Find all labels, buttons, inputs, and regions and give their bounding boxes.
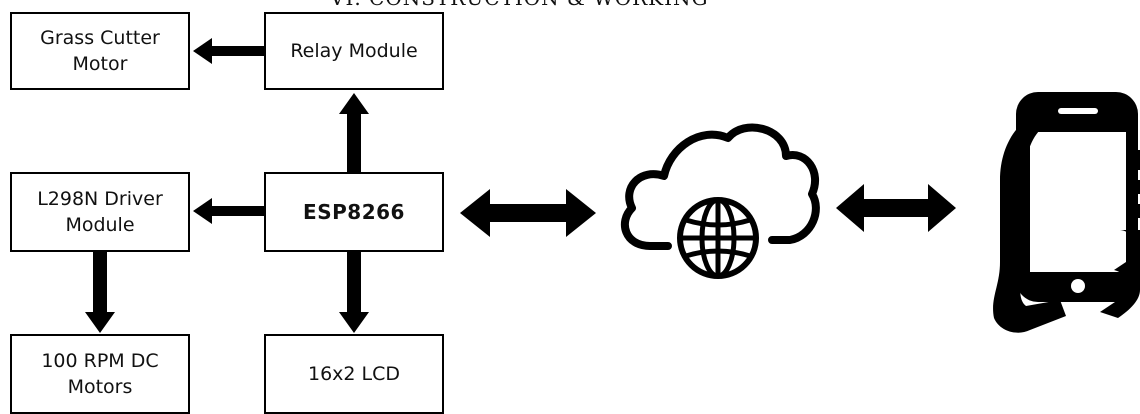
hand-holding-phone-icon — [993, 92, 1140, 333]
esp8266-block: ESP8266 — [264, 172, 444, 252]
l298n-driver-block: L298N Driver Module — [10, 172, 190, 252]
arrow-esp-cloud-bidirectional — [460, 189, 596, 237]
arrow-cloud-phone-bidirectional — [836, 184, 956, 232]
arrow-esp-to-lcd — [339, 252, 369, 333]
dc-motors-label: 100 RPM DC Motors — [41, 350, 159, 398]
l298n-driver-label: L298N Driver Module — [37, 188, 163, 236]
arrow-relay-to-grass-cutter — [193, 38, 264, 64]
lcd-block: 16x2 LCD — [264, 334, 444, 414]
arrow-l298n-to-motors — [85, 252, 115, 333]
cloud-globe-icon — [620, 123, 820, 279]
lcd-label: 16x2 LCD — [307, 363, 401, 385]
arrow-esp-to-l298n — [193, 198, 264, 224]
arrow-esp-to-relay — [339, 93, 369, 172]
grass-cutter-motor-block: Grass Cutter Motor — [10, 12, 190, 90]
grass-cutter-motor-label: Grass Cutter Motor — [40, 27, 160, 75]
relay-module-label: Relay Module — [290, 40, 418, 62]
relay-module-block: Relay Module — [264, 12, 444, 90]
section-heading: VI. CONSTRUCTION & WORKING — [330, 0, 850, 12]
esp8266-label: ESP8266 — [303, 200, 405, 224]
